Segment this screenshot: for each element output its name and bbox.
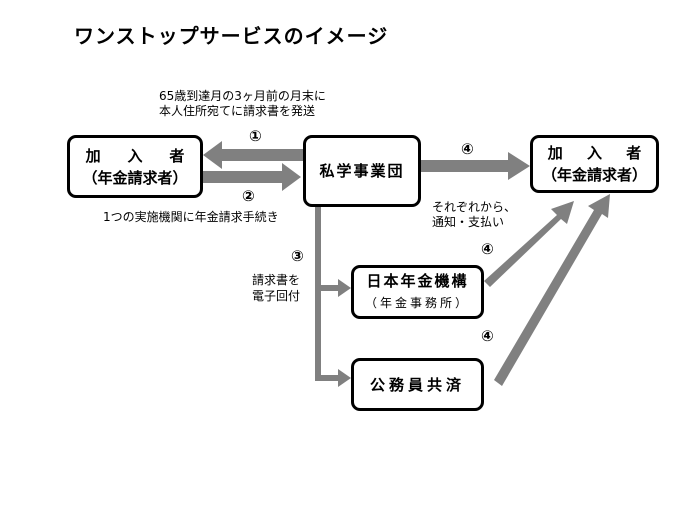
member-box-right: 加 入 者 （年金請求者） — [530, 135, 659, 193]
step2-note: 1つの実施機関に年金請求手続き — [103, 210, 279, 224]
member-right-char-2: 入 — [586, 144, 602, 162]
nenkin-label: 日本年金機構 — [366, 272, 469, 290]
arrow-step3-kyosai — [315, 369, 351, 387]
step-number-2: ② — [242, 187, 255, 205]
arrow-step3-trunk — [315, 207, 321, 381]
member-left-char-1: 加 — [85, 146, 101, 165]
member-left-subtitle: （年金請求者） — [82, 168, 188, 187]
nenkin-sublabel: （年金事務所） — [364, 296, 470, 310]
member-right-char-3: 者 — [626, 144, 642, 162]
kyosai-box: 公務員共済 — [351, 358, 484, 411]
step-number-4-nenkin: ④ — [481, 240, 494, 258]
member-right-subtitle: （年金請求者） — [541, 166, 647, 184]
member-right-char-1: 加 — [547, 144, 563, 162]
step4-note-line2: 通知・支払い — [432, 215, 505, 229]
step1-note-line2: 本人住所宛てに請求書を発送 — [159, 104, 316, 118]
page-title: ワンストップサービスのイメージ — [74, 24, 389, 48]
step3-note-line1: 請求書を — [252, 273, 301, 287]
step-number-1: ① — [249, 127, 262, 145]
arrow-step4-kyosai — [494, 194, 610, 386]
kyosai-label: 公務員共済 — [369, 375, 465, 394]
step-number-3: ③ — [291, 247, 304, 265]
arrow-step3-nenkin — [321, 279, 351, 297]
arrow-step4-fund — [421, 152, 530, 180]
member-left-char-3: 者 — [169, 146, 185, 165]
step-number-4-fund: ④ — [461, 140, 474, 158]
arrow-step4-nenkin — [484, 201, 574, 287]
nenkin-box: 日本年金機構 （年金事務所） — [351, 265, 484, 319]
school-fund-label: 私学事業団 — [319, 162, 405, 180]
school-fund-box: 私学事業団 — [303, 135, 421, 207]
arrow-step1 — [203, 141, 303, 169]
arrow-step2 — [203, 163, 301, 191]
step-number-4-kyosai: ④ — [481, 327, 494, 345]
member-left-char-2: 入 — [127, 146, 143, 165]
member-box-left: 加 入 者 （年金請求者） — [67, 135, 203, 198]
step4-note-line1: それぞれから、 — [432, 200, 517, 214]
step3-note-line2: 電子回付 — [252, 289, 301, 303]
step1-note-line1: 65歳到達月の3ヶ月前の月末に — [159, 89, 326, 103]
